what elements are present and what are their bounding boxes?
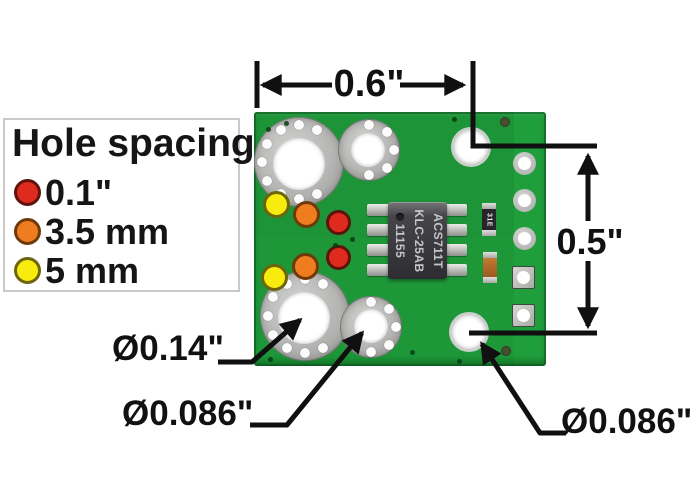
via (382, 163, 392, 173)
legend-label-5mm: 5 mm (45, 250, 140, 291)
via (364, 120, 374, 130)
board-fleck (333, 243, 338, 248)
hole-marker-yellow (263, 191, 290, 218)
via (282, 279, 292, 289)
via (318, 343, 328, 353)
large-through-hole-top (273, 138, 325, 190)
header-pad-round (513, 227, 536, 250)
via (262, 139, 272, 149)
smd-body: 31E (482, 209, 496, 230)
via (300, 348, 310, 358)
ic-chip: ACS711T KLC-25AB 11155 (388, 202, 447, 279)
via (389, 145, 399, 155)
via (364, 170, 374, 180)
header-pad-square (512, 266, 535, 289)
legend-dot-yellow-icon (14, 257, 41, 284)
via (312, 189, 322, 199)
board-fleck (350, 237, 355, 242)
mounting-hole-diameter-label: Ø0.086" (561, 402, 693, 441)
legend-label-01in: 0.1" (45, 172, 113, 213)
ic-pin (445, 264, 467, 276)
smd-terminal (483, 252, 497, 258)
board-fleck (410, 350, 415, 355)
dim-height-label: 0.5" (556, 221, 624, 262)
board-fleck (452, 117, 457, 122)
hole-marker-yellow (261, 264, 288, 291)
small-through-hole-bottom (354, 309, 388, 343)
via (262, 176, 272, 186)
ic-pin (367, 224, 389, 236)
via (391, 322, 401, 332)
smd-terminal (482, 230, 496, 236)
via (257, 157, 267, 167)
ic-pin (445, 224, 467, 236)
header-pad-square (512, 304, 535, 327)
via (263, 311, 273, 321)
legend-label-35mm: 3.5 mm (45, 211, 170, 252)
header-pad-round (513, 152, 536, 175)
fiducial-dot (501, 346, 511, 356)
via (294, 120, 304, 130)
ic-pin (367, 204, 389, 216)
hole-marker-red (326, 210, 351, 235)
via (382, 127, 392, 137)
chip-marking-line1: ACS711T (430, 212, 445, 269)
smd-body (483, 258, 497, 277)
large-through-hole-bottom (278, 292, 330, 344)
via (294, 194, 304, 204)
via (276, 125, 286, 135)
ic-pin (367, 264, 389, 276)
via (384, 304, 394, 314)
chip-marking: ACS711T KLC-25AB 11155 (389, 209, 447, 272)
board-fleck (266, 127, 271, 132)
board-fleck (457, 359, 462, 364)
chip-marking-line3: 11155 (391, 223, 406, 258)
pin1-dot-icon (396, 213, 404, 221)
via (268, 330, 278, 340)
via (268, 292, 278, 302)
via (384, 340, 394, 350)
board-fleck (268, 357, 273, 362)
ic-pin (367, 244, 389, 256)
legend-dot-orange-icon (14, 218, 41, 245)
mounting-hole-bottom (449, 312, 489, 352)
mounting-hole-top (451, 127, 491, 167)
smd-terminal (483, 277, 497, 283)
legend-box (3, 118, 240, 292)
smd-diode: 31E (482, 203, 496, 236)
smd-terminal (482, 203, 496, 209)
small-through-hole-top (351, 133, 385, 167)
legend-dot-red-icon (14, 179, 41, 206)
ic-pin (445, 244, 467, 256)
ic-pin (445, 204, 467, 216)
hole-marker-orange (292, 253, 319, 280)
via (312, 125, 322, 135)
via (366, 297, 376, 307)
board-fleck (284, 121, 289, 126)
hole-marker-red (326, 245, 351, 270)
large-hole-diameter-label: Ø0.14" (112, 329, 224, 368)
via (282, 343, 292, 353)
smd-marking: 31E (485, 212, 493, 227)
dim-width-label: 0.6" (333, 63, 405, 105)
small-hole-diameter-label: Ø0.086" (122, 394, 254, 433)
smd-capacitor (483, 252, 497, 283)
via (318, 279, 328, 289)
legend-title: Hole spacing (12, 122, 255, 165)
via (366, 347, 376, 357)
header-pad-round (513, 189, 536, 212)
hole-marker-orange (293, 201, 320, 228)
chip-marking-line2: KLC-25AB (411, 208, 426, 273)
fiducial-dot (500, 117, 510, 127)
